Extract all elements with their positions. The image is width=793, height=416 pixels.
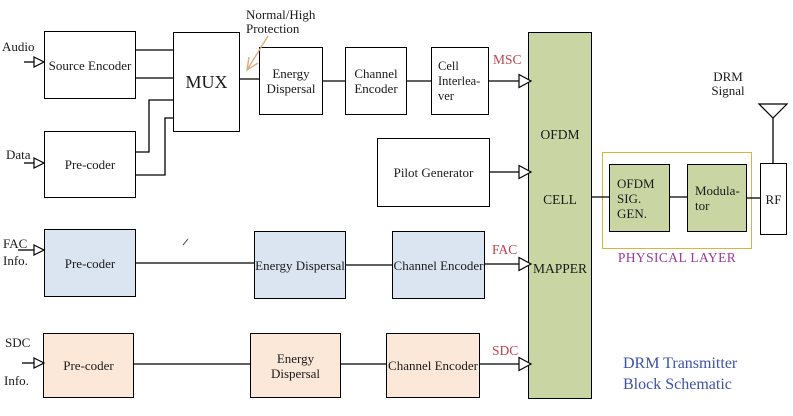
input-label-sdc: SDC [5,335,31,350]
block-fac-precoder: Pre-coder [44,229,136,297]
block-label: Energy Dispersal [255,257,345,273]
block-label: OFDM SIG. GEN. [617,175,655,221]
block-ofdm-cell-mapper: OFDM CELL MAPPER [528,32,592,399]
antenna-icon [757,103,789,119]
mapper-label-mapper: MAPPER [532,261,588,276]
block-source-encoder: Source Encoder [44,31,136,99]
block-label: Channel Encoder [393,257,484,273]
physical-layer-label: PHYSICAL LAYER [617,250,737,265]
block-label: Pre-coder [64,157,116,172]
block-msc-channel-encoder: Channel Encoder [345,47,407,115]
block-label: Channel Encoder [354,66,398,96]
block-cell-interleaver: Cell Interlea-ver [431,47,489,115]
block-label: Energy Dispersal [270,350,321,381]
protection-note: Normal/High Protection [246,7,316,36]
block-sdc-energy-dispersal: Energy Dispersal [250,333,341,398]
block-msc-energy-dispersal: Energy Dispersal [259,47,323,115]
diagram-title: DRM Transmitter Block Schematic [623,355,738,393]
block-label: RF [765,191,782,207]
block-modulator: Modula-tor [687,164,747,232]
block-label: Pre-coder [64,255,116,271]
input-label-sdc-info: Info. [4,373,29,388]
block-label: Energy Dispersal [266,66,316,96]
block-label: Cell Interlea-ver [438,58,481,103]
block-pilot-generator: Pilot Generator [377,138,490,207]
block-mux: MUX [173,32,240,132]
drm-signal-label: DRM Signal [711,69,745,98]
input-label-audio: Audio [2,39,35,54]
signal-label-sdc: SDC [492,343,519,358]
arrowhead-data [33,157,46,169]
signal-label-fac: FAC [492,242,518,257]
block-fac-energy-dispersal: Energy Dispersal [254,231,346,299]
block-label: Modula-tor [695,183,740,213]
block-data-precoder: Pre-coder [44,131,136,198]
block-fac-channel-encoder: Channel Encoder [392,231,485,299]
line-precoder-mux-2 [136,117,173,176]
block-ofdm-sig-gen: OFDM SIG. GEN. [609,164,670,232]
signal-label-msc: MSC [493,52,522,67]
block-label: Channel Encoder [388,358,478,373]
block-label: Pre-coder [63,358,114,373]
input-label-fac: FAC [3,236,28,251]
block-label: Source Encoder [48,57,132,73]
arrowhead-audio [33,56,46,68]
protection-arrow-head [246,56,259,72]
block-sdc-precoder: Pre-coder [43,333,134,398]
line-precoder-mux-1 [136,99,173,153]
stray-mark [182,238,189,246]
arrowhead-fac-in [33,244,46,256]
mapper-label-cell: CELL [543,192,577,207]
block-label: Pilot Generator [393,165,474,180]
input-label-fac-info: Info. [3,253,28,268]
block-sdc-channel-encoder: Channel Encoder [386,333,480,398]
physical-layer-outline [602,152,752,249]
block-label: MUX [185,71,228,92]
block-rf: RF [760,163,787,235]
mapper-label-ofdm: OFDM [540,127,580,142]
input-label-data: Data [6,147,31,162]
